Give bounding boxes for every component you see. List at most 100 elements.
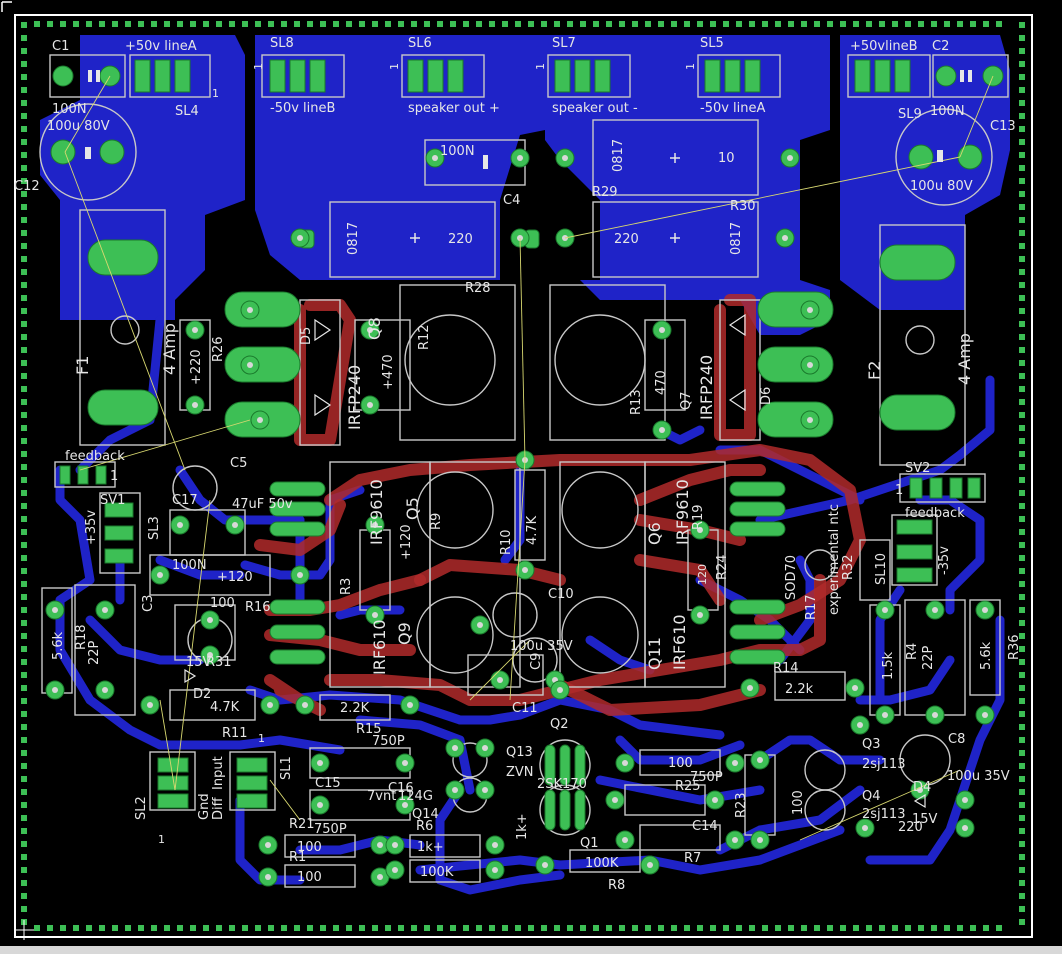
label-sv1-pin1: 1 [110, 469, 118, 484]
label-pin1-e: 1 [212, 87, 219, 100]
edge-via [1019, 529, 1025, 535]
edge-via [1019, 204, 1025, 210]
drill-hole [732, 760, 738, 766]
edge-via [1019, 802, 1025, 808]
label-r16: R16 [245, 600, 271, 615]
edge-via [1019, 477, 1025, 483]
label-r14-value: 2.2k [785, 682, 814, 697]
edge-via [151, 925, 157, 931]
edge-via [476, 21, 482, 27]
edge-via [905, 21, 911, 27]
label-r30-value: 220 [614, 232, 639, 247]
drill-hole [807, 362, 813, 368]
edge-via [1019, 867, 1025, 873]
drill-hole [432, 155, 438, 161]
drill-hole [562, 155, 568, 161]
edge-via [294, 21, 300, 27]
drill-hole [102, 687, 108, 693]
edge-via [541, 925, 547, 931]
drill-hole [302, 702, 308, 708]
edge-via [1019, 360, 1025, 366]
label-c12-value: 100u 80V [47, 119, 110, 134]
label-r26: R26 [211, 336, 226, 362]
edge-via [21, 672, 27, 678]
edge-via [21, 568, 27, 574]
drill-hole [857, 722, 863, 728]
drill-hole [557, 687, 563, 693]
edge-via [21, 542, 27, 548]
edge-via [593, 925, 599, 931]
edge-via [749, 21, 755, 27]
edge-via [450, 21, 456, 27]
edge-via [21, 48, 27, 54]
edge-via [1019, 256, 1025, 262]
label-c17: C17 [172, 493, 198, 508]
edge-via [359, 21, 365, 27]
edge-via [21, 243, 27, 249]
label-r7: R7 [684, 851, 701, 866]
label-q11: Q11 [645, 637, 664, 670]
label-c2-value: 100N [930, 104, 965, 119]
drill-hole [882, 712, 888, 718]
edge-via [931, 925, 937, 931]
edge-via [21, 529, 27, 535]
drill-hole [747, 685, 753, 691]
drill-hole [372, 612, 378, 618]
edge-via [21, 789, 27, 795]
edge-via [723, 925, 729, 931]
drill-hole [697, 612, 703, 618]
drill-hole [177, 522, 183, 528]
edge-via [723, 21, 729, 27]
edge-via [21, 22, 27, 28]
label-d5: D5 [299, 327, 314, 345]
edge-via [1019, 269, 1025, 275]
edge-via [1019, 776, 1025, 782]
edge-via [21, 854, 27, 860]
label-d5-value: IRFP240 [345, 365, 364, 430]
drill-hole [622, 837, 628, 843]
edge-via [424, 925, 430, 931]
drill-hole [807, 307, 813, 313]
label-r27-value: 100K [420, 865, 454, 880]
edge-via [502, 925, 508, 931]
edge-via [203, 925, 209, 931]
edge-via [1019, 386, 1025, 392]
edge-via [567, 21, 573, 27]
edge-via [736, 925, 742, 931]
edge-via [21, 87, 27, 93]
label-c12: C12 [14, 179, 40, 194]
label-f1-value: 4 Amp [160, 323, 179, 375]
drill-hole [157, 572, 163, 578]
edge-via [619, 925, 625, 931]
edge-via [554, 925, 560, 931]
edge-via [931, 21, 937, 27]
drill-hole [372, 522, 378, 528]
edge-via [684, 925, 690, 931]
edge-via [957, 925, 963, 931]
edge-via [1019, 763, 1025, 769]
edge-via [320, 21, 326, 27]
edge-via [866, 21, 872, 27]
edge-via [775, 925, 781, 931]
edge-via [1019, 542, 1025, 548]
edge-via [814, 21, 820, 27]
drill-hole [882, 607, 888, 613]
edge-via [21, 126, 27, 132]
edge-via [1019, 399, 1025, 405]
edge-via [1019, 828, 1025, 834]
edge-via [21, 750, 27, 756]
edge-via [918, 21, 924, 27]
edge-via [242, 21, 248, 27]
edge-via [554, 21, 560, 27]
drill-hole [787, 155, 793, 161]
drill-hole [407, 702, 413, 708]
edge-via [1019, 230, 1025, 236]
edge-via [788, 925, 794, 931]
label-r22-value: 1k+ [515, 813, 530, 840]
edge-via [762, 21, 768, 27]
edge-via [775, 21, 781, 27]
edge-via [1019, 711, 1025, 717]
edge-via [1019, 490, 1025, 496]
label-r6: R6 [416, 819, 433, 834]
